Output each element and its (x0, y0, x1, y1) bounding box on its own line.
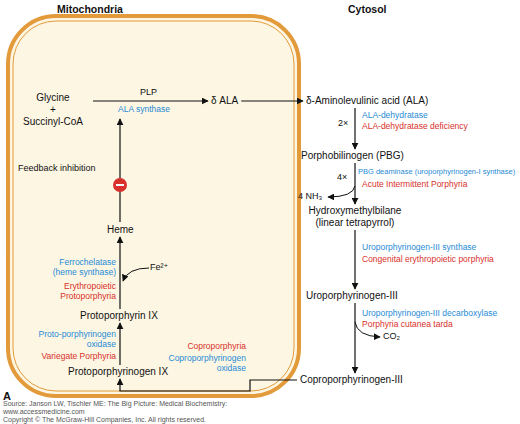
copyright-note: Copyright © The McGraw-Hill Companies, I… (3, 416, 206, 424)
disease-name: Erythropoietic Protoporphyria (34, 282, 116, 302)
metabolite-name: Succinyl-CoA (16, 116, 90, 128)
metabolite-name: Porphobilinogen (PBG) (301, 150, 404, 162)
metabolite: δ ALA (211, 95, 238, 107)
disease-name: Porphyria cutanea tarda (362, 320, 453, 330)
metabolite-name: Heme (107, 224, 134, 236)
stoichiometry: 4× (337, 172, 347, 182)
outer-membrane (8, 16, 299, 396)
metabolite-name: Uroporphyrinogen-III (306, 290, 398, 302)
metabolite-name: + (16, 104, 90, 116)
source-note: www.accessmedicine.com (3, 408, 85, 416)
metabolite: Protoporphyrin IX (80, 310, 158, 322)
release-arrow (328, 186, 355, 197)
regulation-note: Feedback inhibition (18, 163, 96, 173)
enzyme-name: Uroporphyrinogen-III decarboxylase (362, 309, 497, 319)
metabolite-name: Hydroxymethylbilane (linear tetrapyrrol) (305, 205, 405, 229)
cofactor-label: Fe²⁺ (150, 262, 168, 272)
metabolite-name: δ ALA (211, 95, 238, 107)
compartment-label: Cytosol (348, 3, 387, 15)
reaction-arrow (354, 303, 355, 373)
substrate-pair: Glycine+Succinyl-CoA (16, 92, 90, 128)
enzyme-name: Uroporphyrinogen-III synthase (362, 243, 476, 253)
compartment-heading: Mitochondria (57, 3, 123, 15)
metabolite-name: Protoporphyrinogen IX (68, 366, 168, 378)
enzyme-name: ALA synthase (118, 105, 170, 115)
metabolite: Porphobilinogen (PBG) (301, 150, 404, 162)
disease-name: Acute Intermittent Porphyria (362, 180, 467, 190)
enzyme-name: ALA-dehydratase (362, 111, 428, 121)
metabolite: δ-Aminolevulinic acid (ALA) (306, 95, 428, 107)
disease-name: Coproporphyria (150, 342, 246, 352)
enzyme-name: Proto-porphyrinogen oxidase (20, 330, 116, 350)
source-note: Source: Janson LW, Tischler ME: The Big … (3, 400, 227, 408)
mitochondrion: MitochondriaGlycine+Succinyl-CoA δ ALA Hem… (5, 0, 302, 400)
metabolite: Protoporphyrinogen IX (68, 366, 168, 378)
byproduct-label: 4 NH₃ (298, 191, 322, 201)
metabolite-name: Glycine (16, 92, 90, 104)
enzyme-name: Coproporphyrinogen oxidase (150, 354, 246, 374)
membrane-outline (5, 0, 302, 400)
enzyme-name: PBG deaminase (uroporphyrinogen-I syntha… (358, 168, 515, 177)
disease-name: Variegate Porphyria (6, 352, 116, 362)
byproduct-label: CO₂ (383, 331, 400, 341)
metabolite-name: Coproporphyrinogen-III (300, 374, 403, 386)
metabolite: Heme (107, 224, 134, 236)
reaction-arrow (354, 163, 355, 204)
stoichiometry: 2× (338, 118, 348, 128)
reaction-arrow (354, 230, 355, 289)
inner-membrane (13, 21, 294, 391)
disease-name: ALA-dehydratase deficiency (362, 122, 468, 132)
disease-name: Congenital erythropoietic porphyria (362, 255, 494, 265)
metabolite: Uroporphyrinogen-III (306, 290, 398, 302)
metabolite-name: Protoporphyrin IX (80, 310, 158, 322)
metabolite-name: δ-Aminolevulinic acid (ALA) (306, 95, 428, 107)
enzyme-name: Ferrochelatase (heme synthase) (34, 258, 116, 278)
metabolite: Hydroxymethylbilane (linear tetrapyrrol) (305, 205, 405, 229)
cofactor-label: PLP (140, 87, 157, 97)
metabolite: Coproporphyrinogen-III (300, 374, 403, 386)
reaction-arrow (354, 108, 355, 149)
